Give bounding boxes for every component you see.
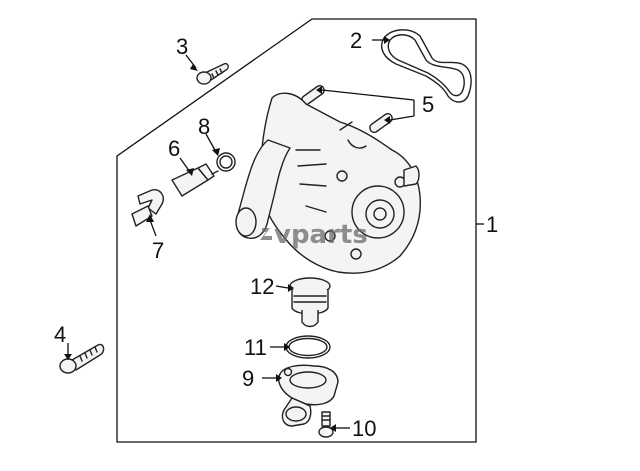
callout-7: 7 <box>152 238 164 263</box>
clip-part-7 <box>131 189 164 227</box>
callout-6: 6 <box>168 136 180 161</box>
bolt-part-3 <box>196 62 229 85</box>
callout-12: 12 <box>250 274 274 299</box>
thermostat-housing-part-9 <box>278 364 339 427</box>
bolt-part-4 <box>59 343 105 374</box>
callout-11: 11 <box>244 335 267 360</box>
water-pump-housing-part-1 <box>235 92 422 274</box>
assembly-outline <box>116 18 477 443</box>
sensor-part-6 <box>171 163 219 197</box>
callout-3: 3 <box>176 34 188 59</box>
o-ring-part-11 <box>285 335 331 359</box>
callout-5: 5 <box>422 92 434 117</box>
thermostat-part-12 <box>289 277 331 328</box>
callout-1: 1 <box>486 212 498 237</box>
gasket-part-2 <box>380 29 472 103</box>
callout-9: 9 <box>242 366 254 391</box>
arrow-heads <box>64 36 390 432</box>
vparts-watermark: vparts <box>260 220 368 250</box>
callout-10: 10 <box>352 416 376 441</box>
callout-4: 4 <box>54 322 66 347</box>
bolt-part-10 <box>318 411 334 438</box>
o-ring-part-8 <box>216 152 236 172</box>
watermark-text: vparts <box>274 220 368 250</box>
callout-8: 8 <box>198 114 210 139</box>
callout-2: 2 <box>350 28 362 53</box>
